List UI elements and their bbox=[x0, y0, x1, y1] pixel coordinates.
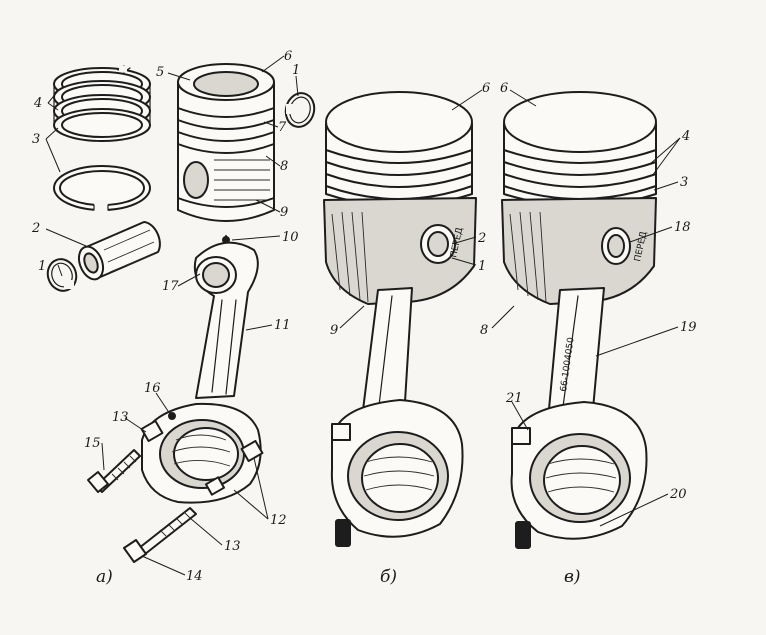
callout-v-21: 21 bbox=[505, 391, 523, 406]
callout-a-10: 10 bbox=[282, 230, 299, 245]
caption-panel-a: а) bbox=[96, 567, 113, 587]
callout-a-8: 8 bbox=[280, 159, 288, 174]
bolt-14 bbox=[123, 507, 197, 563]
callout-numbers-panel-a: 1 1 2 3 4 5 6 7 8 9 10 11 12 13 13 14 15… bbox=[31, 49, 300, 584]
callout-b-9: 9 bbox=[330, 323, 338, 338]
callout-a-2: 2 bbox=[31, 221, 40, 236]
callout-a-3: 3 bbox=[32, 132, 40, 147]
connecting-rod-exploded bbox=[140, 235, 264, 504]
callout-a-15: 15 bbox=[84, 436, 101, 451]
snap-ring-left bbox=[46, 258, 78, 292]
panel-v-assembled bbox=[501, 91, 657, 549]
callout-a-9: 9 bbox=[280, 205, 288, 220]
callout-a-17: 17 bbox=[162, 279, 179, 294]
callout-b-6: 6 bbox=[482, 81, 490, 96]
panel-b-assembled bbox=[323, 91, 477, 547]
callout-a-14: 14 bbox=[186, 569, 203, 584]
oil-ring bbox=[53, 165, 151, 212]
compression-ring-stack bbox=[53, 65, 151, 142]
caption-panel-v: в) bbox=[564, 567, 581, 587]
callout-b-1: 1 bbox=[478, 259, 486, 274]
leader-lines bbox=[45, 55, 681, 576]
callout-b-2: 2 bbox=[477, 231, 486, 246]
piston-pin bbox=[77, 221, 161, 281]
callout-a-16: 16 bbox=[144, 381, 161, 396]
callout-a-6: 6 bbox=[284, 49, 292, 64]
callout-a-11: 11 bbox=[274, 318, 291, 333]
bolt-15 bbox=[87, 449, 141, 493]
callout-v-8: 8 bbox=[480, 323, 488, 338]
snap-ring-right bbox=[284, 92, 316, 128]
callout-a-13-upper: 13 bbox=[112, 410, 129, 425]
callout-a-1-right: 1 bbox=[292, 63, 300, 78]
callout-a-1-left: 1 bbox=[38, 259, 46, 274]
callout-numbers-panel-v: 6 4 3 18 8 19 21 20 bbox=[480, 81, 697, 502]
panel-a-exploded-parts bbox=[46, 63, 316, 563]
caption-panel-b: б) bbox=[380, 567, 397, 587]
callout-v-20: 20 bbox=[669, 487, 687, 502]
callout-a-13-lower: 13 bbox=[224, 539, 241, 554]
callout-v-3: 3 bbox=[680, 175, 688, 190]
callout-a-7: 7 bbox=[278, 120, 287, 135]
callout-numbers-panel-b: 6 2 1 9 bbox=[330, 81, 490, 338]
callout-v-19: 19 bbox=[680, 320, 697, 335]
piston-standalone bbox=[177, 63, 275, 222]
callout-v-6: 6 bbox=[500, 81, 508, 96]
callout-a-5: 5 bbox=[156, 65, 164, 80]
callout-v-4: 4 bbox=[681, 129, 690, 144]
callout-v-18: 18 bbox=[674, 220, 691, 235]
callout-a-4: 4 bbox=[33, 96, 42, 111]
callout-a-12: 12 bbox=[270, 513, 287, 528]
